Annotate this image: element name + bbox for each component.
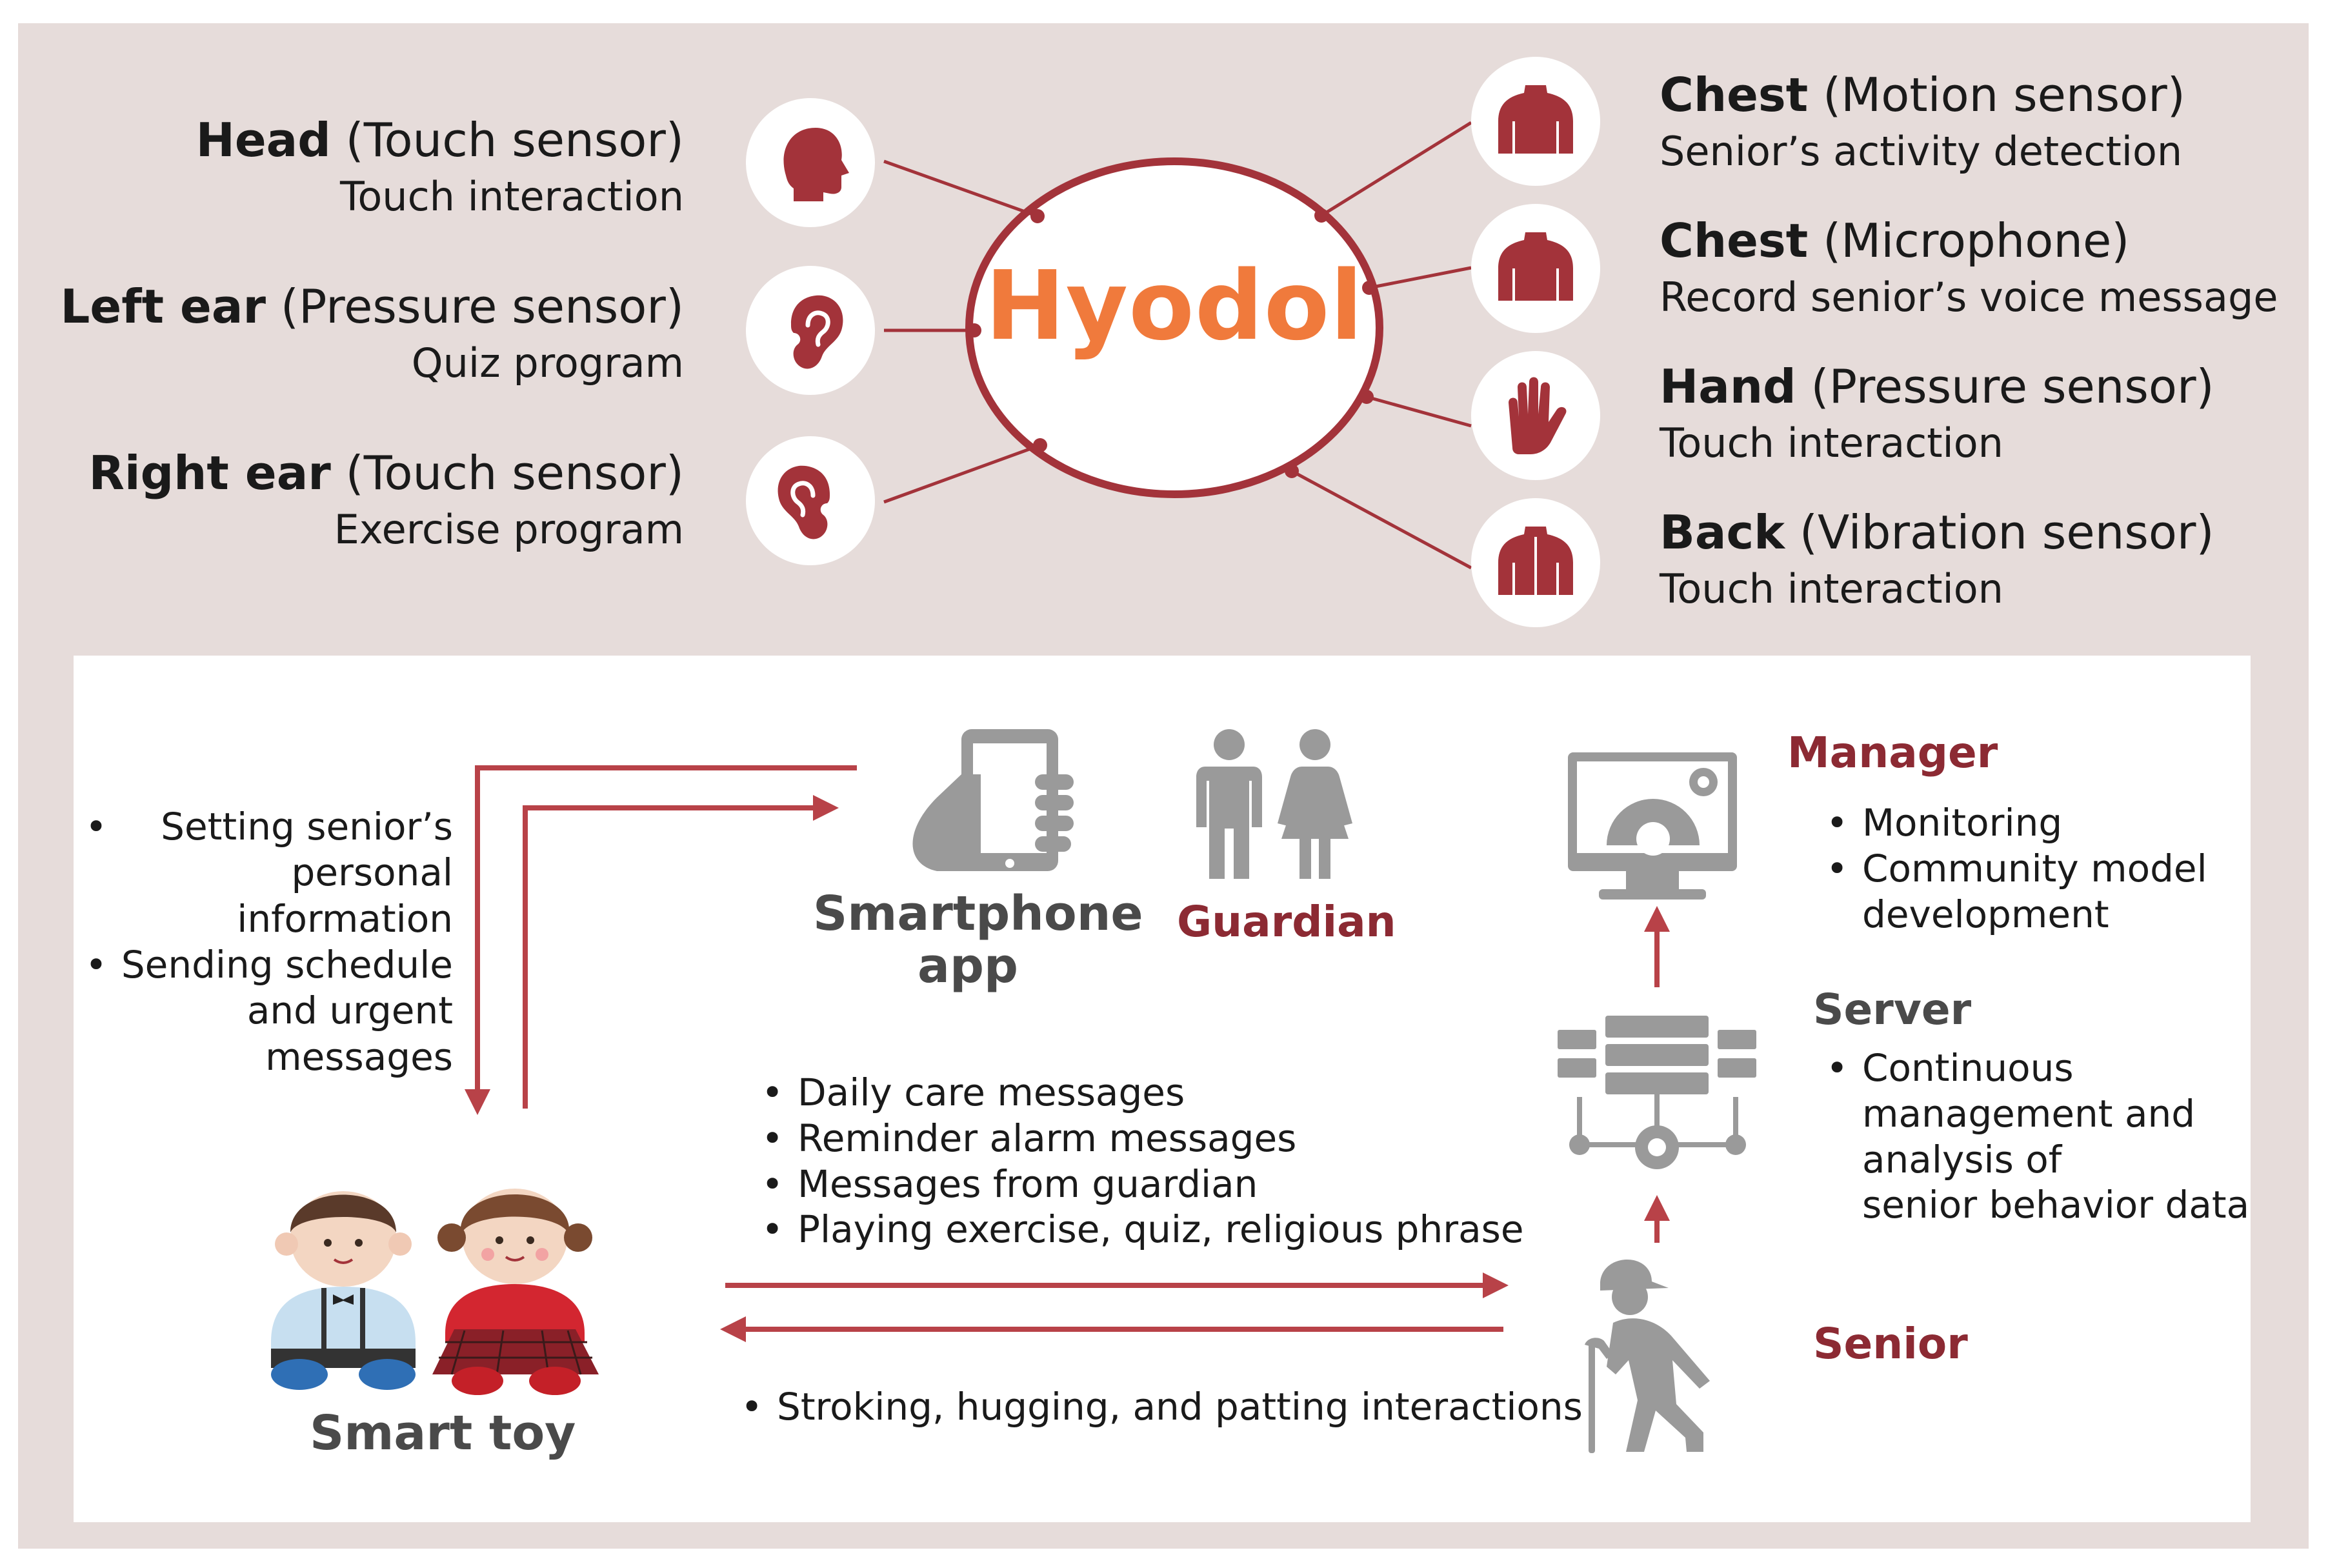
senior-label: Senior: [1813, 1319, 1968, 1369]
manager-monitor-icon: [1568, 752, 1737, 900]
sensor-part: Left ear: [60, 279, 266, 334]
hyodol-title: Hyodol: [985, 250, 1364, 361]
senior-to-toy-bullets: Stroking, hugging, and patting interacti…: [741, 1385, 1583, 1429]
sensor-type: (Pressure sensor): [280, 279, 684, 334]
connector-chest-mic: [1369, 266, 1472, 290]
sensor-label-hand: Hand (Pressure sensor) Touch interaction: [1660, 361, 2214, 465]
sensor-type: (Pressure sensor): [1811, 359, 2214, 414]
guardian-label: Guardian: [1177, 897, 1396, 947]
list-item: Messages from guardian: [761, 1161, 1524, 1207]
sensor-label-chest-motion: Chest (Motion sensor) Senior’s activity …: [1660, 68, 2185, 176]
chest-icon: [1471, 57, 1600, 186]
right-ear-icon: [746, 436, 875, 565]
list-item: Daily care messages: [761, 1070, 1524, 1116]
server-icon: [1558, 1016, 1756, 1169]
sensor-function: Touch interaction: [1660, 419, 2003, 467]
arrow-app-to-toy: [465, 765, 857, 1115]
server-label: Server: [1813, 985, 1972, 1034]
sensor-function: Record senior’s voice message: [1660, 274, 2278, 321]
smart-toy-label: Smart toy: [310, 1405, 576, 1461]
sensor-type: (Motion sensor): [1823, 68, 2185, 122]
smartphone-icon: [912, 729, 1074, 871]
list-item: Reminder alarm messages: [761, 1116, 1524, 1161]
sensor-function: Quiz program: [411, 339, 684, 387]
connector-hand: [1366, 395, 1472, 428]
sensor-label-head: Head (Touch sensor) Touch interaction: [196, 113, 684, 221]
connector-chest-motion: [1320, 121, 1472, 217]
sensor-function: Touch interaction: [1660, 565, 2003, 613]
list-item: Playing exercise, quiz, religious phrase: [761, 1207, 1524, 1252]
list-item: Stroking, hugging, and patting interacti…: [741, 1385, 1583, 1429]
sensor-label-chest-mic: Chest (Microphone) Record senior’s voice…: [1660, 214, 2278, 321]
sensor-part: Chest: [1660, 68, 1809, 122]
toy-to-senior-bullets: Daily care messages Reminder alarm messa…: [761, 1070, 1524, 1252]
sensor-label-left-ear: Left ear (Pressure sensor) Quiz program: [61, 281, 684, 385]
sensor-part: Back: [1660, 505, 1785, 559]
connector-head: [883, 159, 1038, 218]
sensor-part: Right ear: [88, 446, 331, 500]
smart-toy-dolls-icon: [271, 1189, 599, 1395]
sensor-type: (Touch sensor): [345, 446, 684, 500]
back-icon: [1471, 498, 1600, 627]
sensor-function: Exercise program: [334, 506, 684, 554]
sensor-type: (Microphone): [1823, 214, 2130, 268]
head-icon: [746, 98, 875, 227]
sensor-type: (Vibration sensor): [1799, 505, 2214, 559]
sensor-type: (Touch sensor): [345, 113, 684, 167]
sensor-part: Hand: [1660, 359, 1796, 414]
sensor-label-back: Back (Vibration sensor) Touch interactio…: [1660, 507, 2214, 611]
sensor-function: Senior’s activity detection: [1660, 128, 2183, 176]
sensor-function: Touch interaction: [340, 173, 684, 221]
arrow-toy-to-app: [523, 795, 839, 1109]
chest-icon: [1471, 204, 1600, 333]
list-item: Monitoring: [1826, 800, 2207, 846]
senior-icon: [1585, 1260, 1710, 1453]
guardian-icon: [1196, 729, 1352, 879]
sensor-part: Head: [196, 113, 331, 167]
connector-back: [1290, 469, 1472, 570]
sensor-part: Chest: [1660, 214, 1809, 268]
hand-icon: [1471, 351, 1600, 480]
manager-label: Manager: [1787, 728, 1998, 778]
sensor-label-right-ear: Right ear (Touch sensor) Exercise progra…: [88, 446, 684, 554]
left-ear-icon: [746, 266, 875, 395]
connector-right-ear: [883, 443, 1041, 504]
